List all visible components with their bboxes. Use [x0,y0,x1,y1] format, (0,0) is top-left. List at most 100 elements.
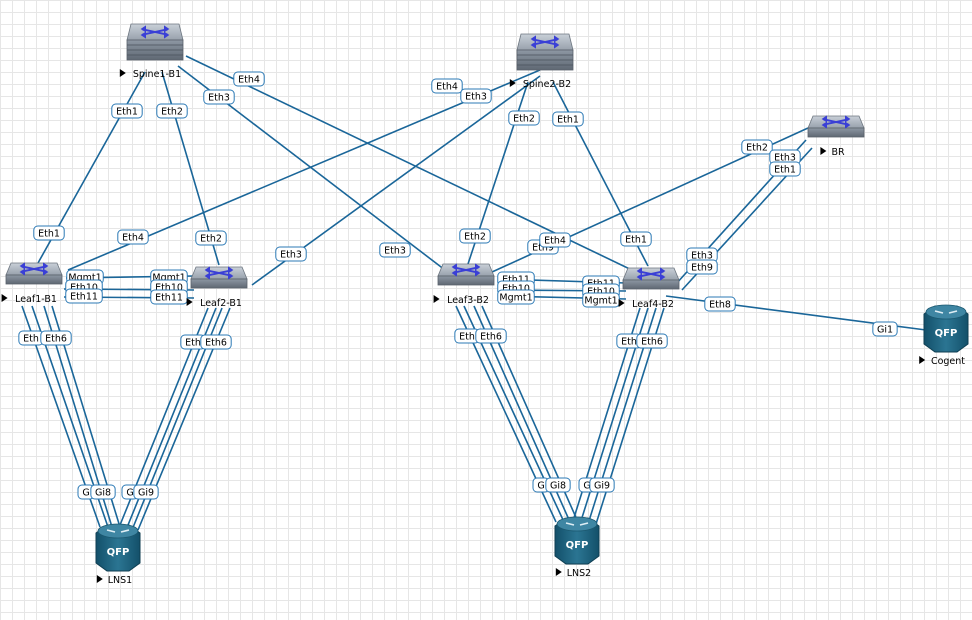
device-label: Spine2-B2 [509,79,571,90]
interface-label[interactable]: Eth4 [117,229,149,245]
interface-label[interactable]: Eth [454,328,480,344]
interface-label-text: Eth11 [70,292,98,303]
interface-label[interactable]: Eth8 [704,296,736,312]
interface-label[interactable]: Eth1 [769,161,801,177]
interface-label-text: Eth2 [200,234,222,245]
interface-label-text: Eth4 [544,236,566,247]
interface-label-text: Eth1 [625,235,647,246]
device-leaf2[interactable]: Leaf2-B1 [186,266,248,309]
l3-switch-icon [190,266,248,289]
interface-label[interactable]: Eth1 [552,111,584,127]
device-lns2[interactable]: QFP LNS2 [554,516,600,579]
interface-label-text: Eth8 [709,300,731,311]
interface-label[interactable]: Eth4 [431,78,463,94]
interface-label-text: Eth3 [774,153,796,164]
play-arrow-icon [186,298,193,306]
device-label-text: LNS2 [567,568,591,579]
interface-label[interactable]: Eth6 [475,328,507,344]
interface-label[interactable]: Eth2 [508,110,540,126]
interface-label[interactable]: Eth1 [33,225,65,241]
interface-label-text: Eth11 [502,275,530,286]
interface-label-text: Eth1 [116,107,138,118]
device-leaf1[interactable]: Leaf1-B1 [1,262,63,305]
interface-label[interactable]: Eth2 [459,228,491,244]
interface-label[interactable]: G [532,477,550,493]
device-leaf3[interactable]: Leaf3-B2 [433,263,495,306]
interface-label-text: Eth3 [691,251,713,262]
device-label-text: Leaf3-B2 [447,295,489,306]
interface-label-text: Eth10 [155,283,183,294]
interface-label-text: Eth3 [384,246,406,257]
interface-label[interactable]: Mgmt1 [497,289,535,305]
qfp-badge: QFP [566,540,589,551]
interface-label-text: Eth1 [557,115,579,126]
interface-label[interactable]: Eth3 [203,89,235,105]
interface-label[interactable]: Eth2 [741,139,773,155]
interface-label-text: Eth4 [122,233,144,244]
interface-label[interactable]: Eth1 [620,231,652,247]
interface-label[interactable]: Eth2 [195,230,227,246]
qfp-router-icon: QFP [923,304,969,353]
interface-label[interactable]: Eth11 [150,289,188,305]
interface-label-text: Eth1 [38,229,60,240]
interface-label[interactable]: Mgmt1 [582,292,620,308]
interface-label[interactable]: Eth6 [636,333,668,349]
interface-label-text: Gi8 [550,481,566,492]
interface-label-text: Gi1 [877,325,893,336]
device-label-text: LNS1 [108,575,132,586]
router-arrows-icon [106,529,130,533]
interface-label[interactable]: Eth [18,330,44,346]
interface-label[interactable]: Gi8 [545,477,571,493]
interface-label[interactable]: Gi8 [90,484,116,500]
interface-label[interactable]: Gi9 [133,484,159,500]
interface-label-text: Eth9 [691,263,713,274]
interface-label-text: Gi9 [594,481,610,492]
device-label-text: Leaf2-B1 [200,298,242,309]
switch-arrows-icon [821,115,851,129]
interface-label[interactable]: Eth6 [200,334,232,350]
router-arrows-icon [565,522,589,526]
interface-label-text: Gi9 [138,488,154,499]
interface-label-text: Eth10 [587,287,615,298]
device-label: Leaf2-B1 [186,298,242,309]
switch-arrows-icon [140,25,170,39]
interface-label[interactable]: Eth9 [686,259,718,275]
interface-label[interactable]: Eth3 [379,242,411,258]
interface-label-text: Eth3 [208,93,230,104]
interface-label[interactable]: Gi9 [589,477,615,493]
device-leaf4[interactable]: Leaf4-B2 [618,267,680,310]
interface-label[interactable]: Eth1 [111,103,143,119]
interface-label-text: Eth [185,338,201,349]
interface-label[interactable]: Eth3 [275,246,307,262]
interface-label-text: Eth2 [161,107,183,118]
interface-label[interactable]: Eth4 [539,232,571,248]
interface-label[interactable]: Eth3 [460,88,492,104]
device-cogent[interactable]: QFP Cogent [919,304,969,367]
l3-switch-icon [622,267,680,290]
interface-label[interactable]: G [77,484,95,500]
device-spine1[interactable]: Spine1-B1 [119,23,184,80]
play-arrow-icon [618,299,625,307]
switch-arrows-icon [451,263,481,277]
interface-label[interactable]: Eth4 [233,71,265,87]
interface-label[interactable]: Eth6 [40,330,72,346]
play-arrow-icon [919,356,926,364]
interface-label-text: Mgmt1 [68,273,101,284]
play-arrow-icon [820,147,827,155]
switch-arrows-icon [204,266,234,280]
device-br[interactable]: BR [807,115,865,158]
interface-label[interactable]: Gi1 [872,321,898,337]
interface-label[interactable]: Eth11 [65,288,103,304]
router-arrows-icon [934,310,958,314]
l3-switch-icon [5,262,63,285]
switch-arrows-icon [530,35,560,49]
interface-label[interactable]: Eth2 [156,103,188,119]
interface-label-text: Eth11 [155,293,183,304]
device-spine2[interactable]: Spine2-B2 [509,33,574,90]
interface-label-text: G [126,488,133,499]
interface-label-text: Mgmt1 [152,273,185,284]
interface-label-text: G [583,481,590,492]
device-label: Cogent [919,356,965,367]
